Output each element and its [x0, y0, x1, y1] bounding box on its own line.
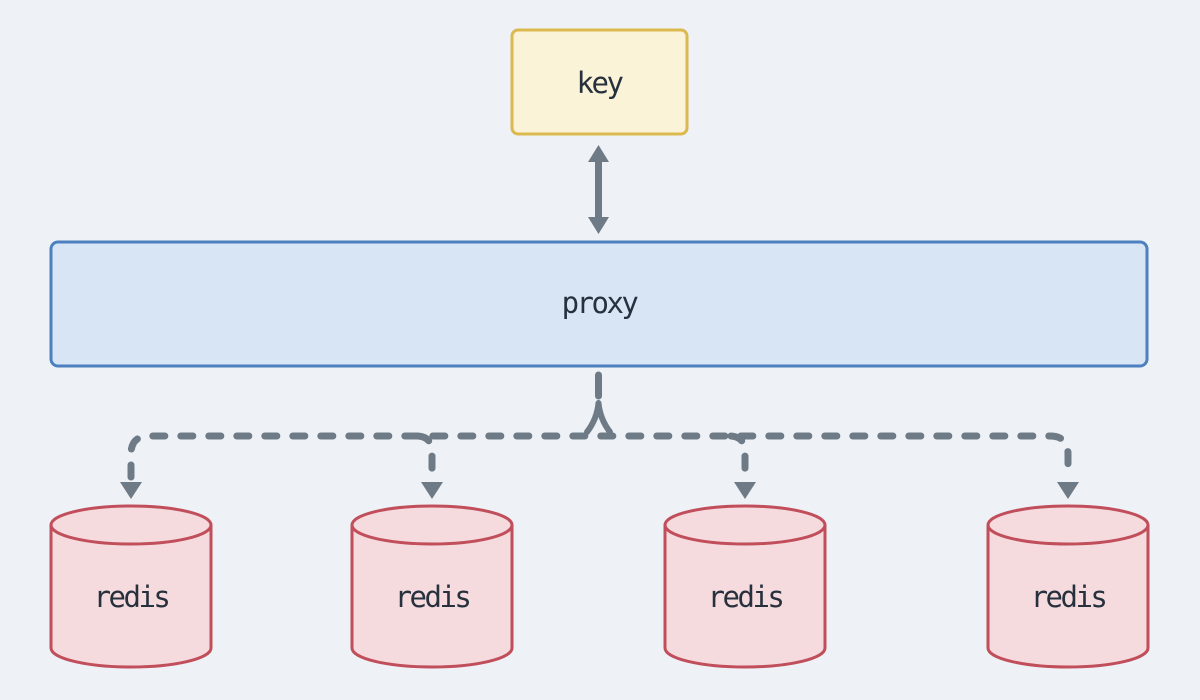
redis-label: redis: [1031, 580, 1106, 614]
branch-fork: [584, 400, 613, 435]
key-box: [510, 28, 689, 136]
arrow-down-icon: [421, 482, 443, 499]
redis-cylinder-lid: [49, 504, 213, 546]
dashed-branch-line: [127, 432, 1072, 481]
arrow-down-icon: [1057, 482, 1079, 499]
redis-cylinder-lid: [663, 504, 827, 546]
redis-node: redis: [350, 504, 514, 669]
proxy-redis-connectors: [120, 371, 1079, 499]
redis-label: redis: [94, 580, 169, 614]
redis-node: redis: [49, 504, 213, 669]
redis-cylinder-body: [663, 525, 827, 669]
dashed-drop-2: [414, 432, 436, 481]
redis-label: redis: [395, 580, 470, 614]
proxy-node: proxy: [49, 240, 1149, 368]
arrow-up-icon: [588, 145, 609, 162]
dashed-drop-3: [727, 432, 749, 481]
arrow-down-icon: [734, 482, 756, 499]
redis-cylinder-lid: [986, 504, 1150, 546]
redis-cylinder-body: [986, 525, 1150, 669]
redis-cylinder-body: [350, 525, 514, 669]
redis-node: redis: [986, 504, 1150, 669]
redis-cylinder-lid: [350, 504, 514, 546]
arrow-down-icon: [120, 482, 142, 499]
proxy-box: [49, 240, 1149, 368]
key-node: key: [510, 28, 689, 136]
redis-node: redis: [663, 504, 827, 669]
key-proxy-arrow: [588, 145, 609, 234]
proxy-label: proxy: [562, 286, 639, 320]
redis-cylinder-body: [49, 525, 213, 669]
key-label: key: [577, 66, 624, 100]
arrow-down-icon: [588, 217, 609, 234]
redis-label: redis: [708, 580, 783, 614]
